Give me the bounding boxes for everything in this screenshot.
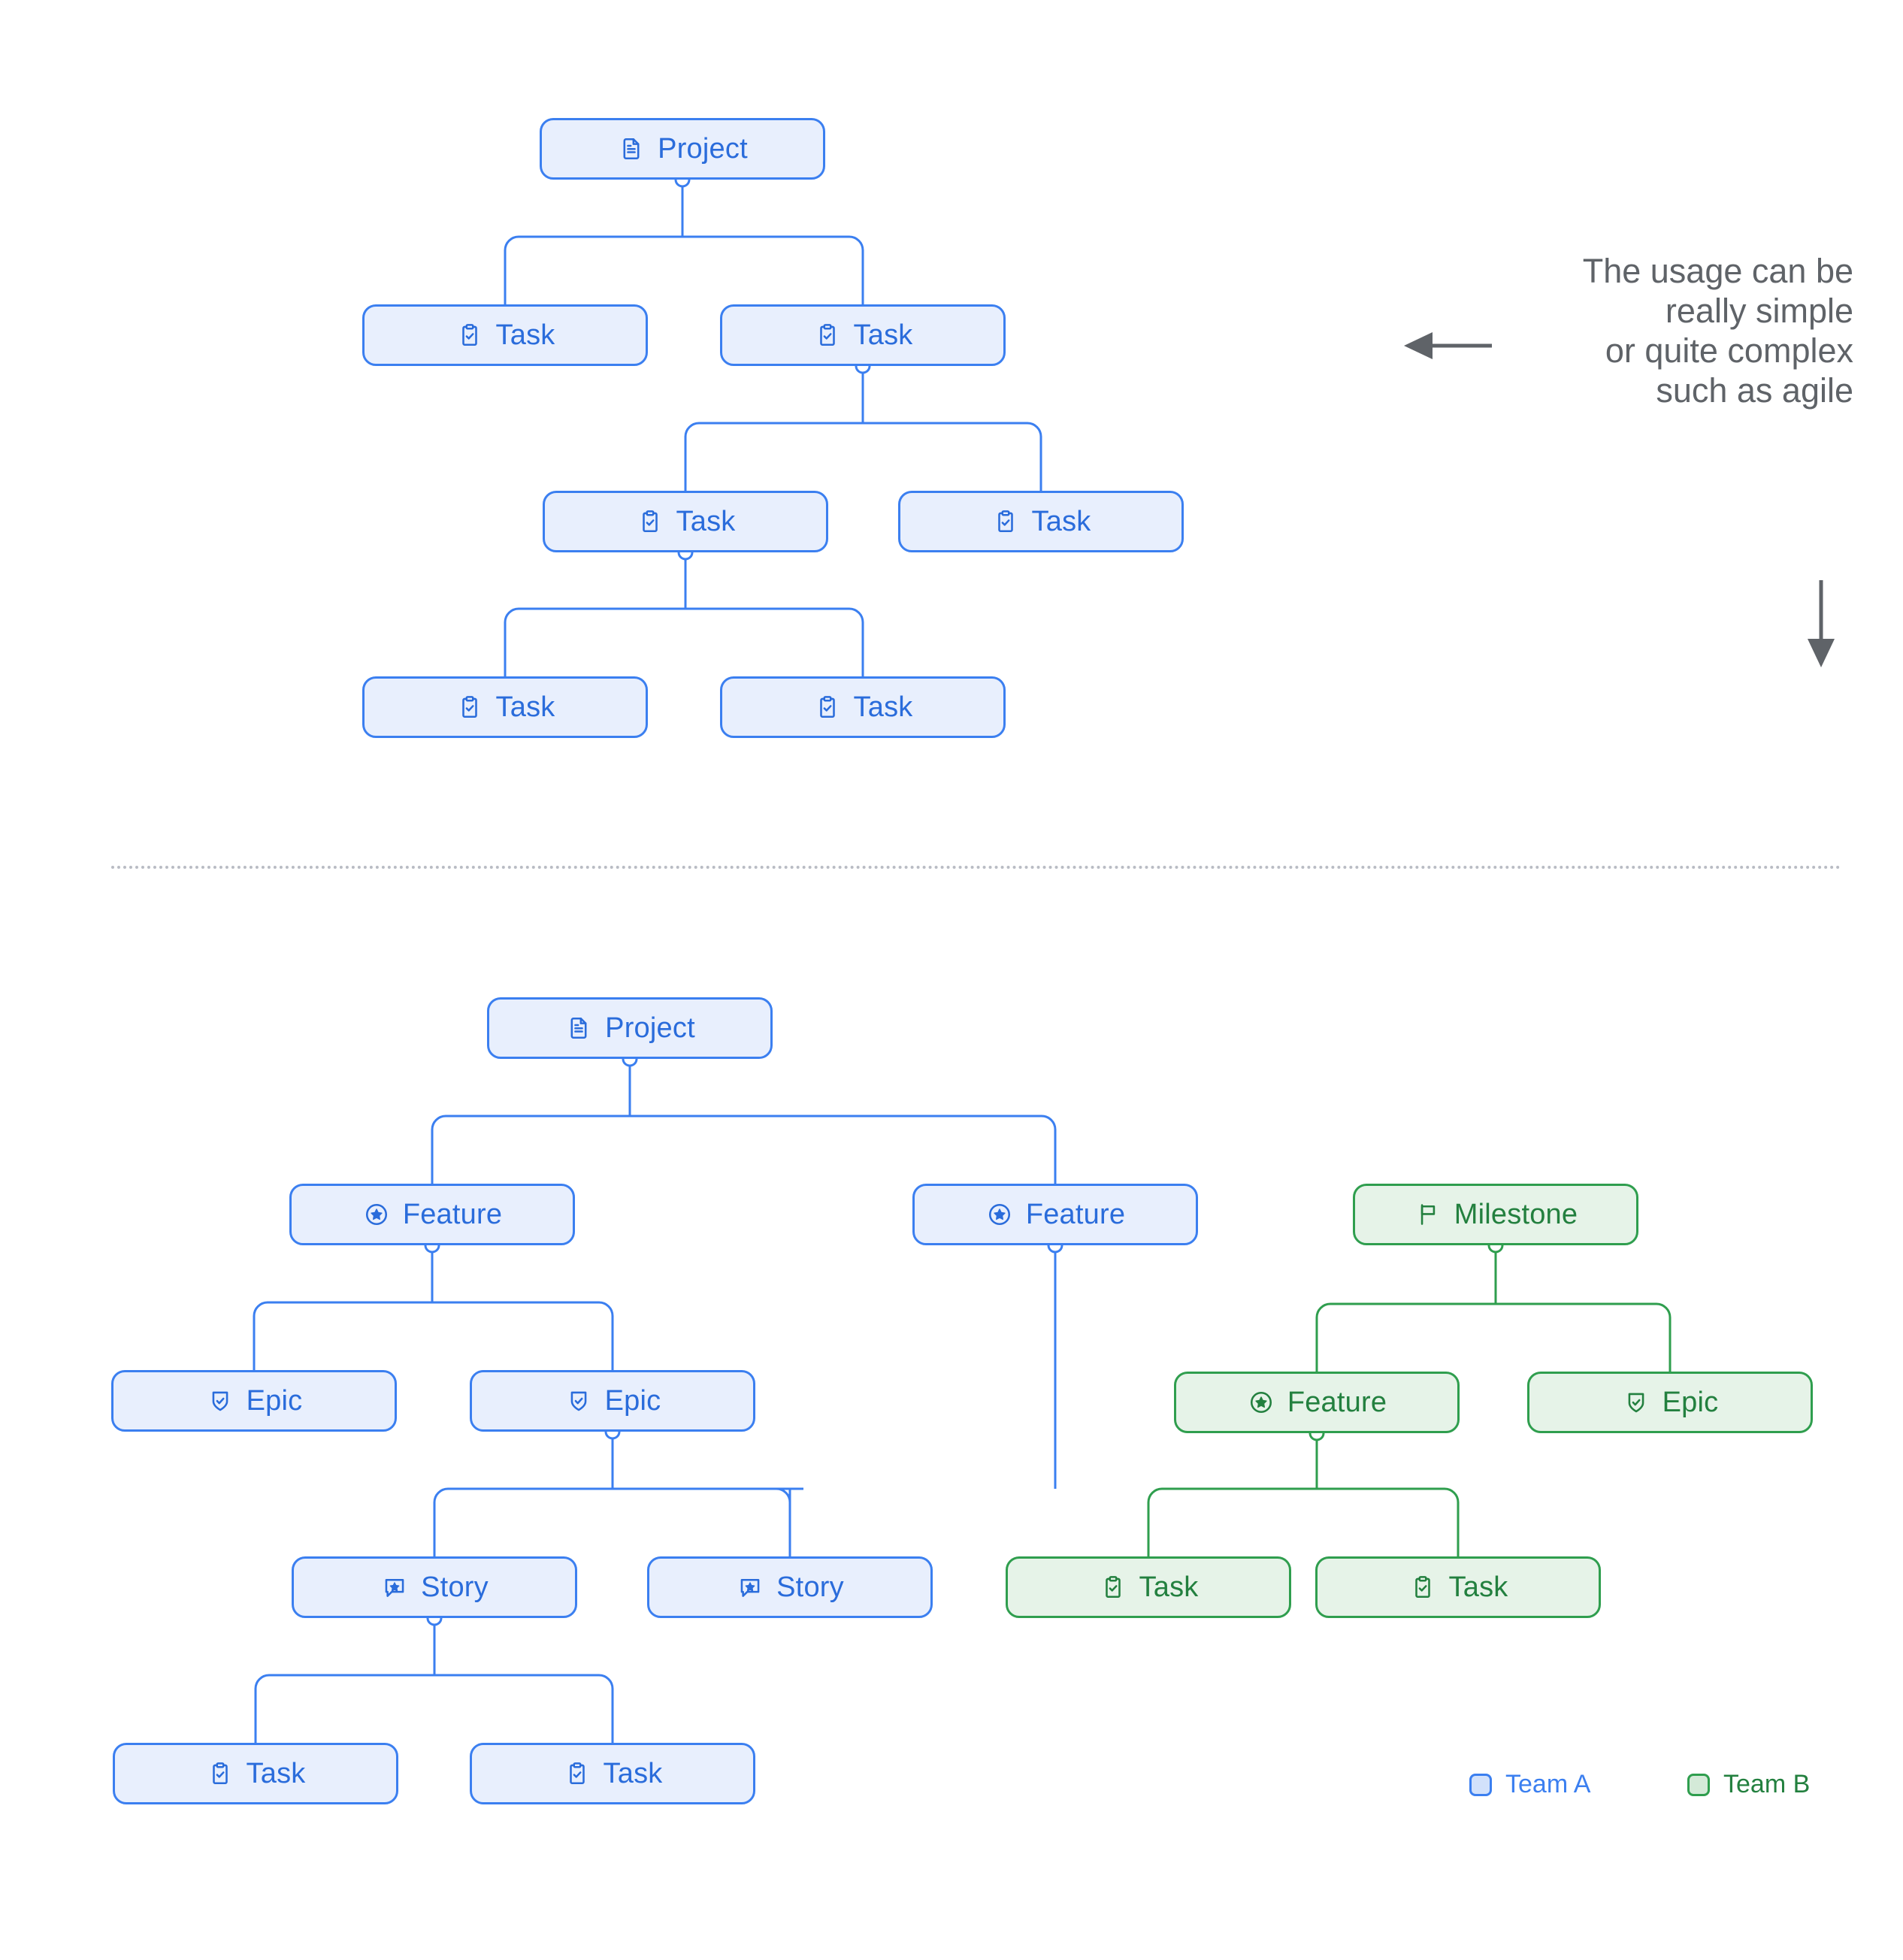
node-label: Project — [658, 133, 748, 165]
connector-line — [1027, 422, 1042, 491]
node-label: Milestone — [1454, 1199, 1578, 1230]
node-label: Task — [676, 506, 736, 537]
node-task[interactable]: Task — [720, 676, 1006, 738]
milestone-flag-icon — [1414, 1200, 1442, 1229]
epic-shield-icon — [1622, 1388, 1650, 1417]
connector-line — [431, 1115, 446, 1184]
node-project[interactable]: Project — [487, 997, 773, 1059]
node-label: Feature — [402, 1199, 503, 1230]
node-label: Epic — [246, 1385, 303, 1417]
connector-line — [504, 235, 519, 304]
node-epic[interactable]: Epic — [1527, 1372, 1813, 1433]
connector-line — [598, 1301, 614, 1370]
epic-shield-icon — [564, 1387, 593, 1415]
legend-label-team-a: Team A — [1505, 1770, 1591, 1798]
connector-line — [1041, 1115, 1057, 1184]
node-task[interactable]: Task — [720, 304, 1006, 366]
node-label: Feature — [1287, 1387, 1387, 1418]
legend-swatch-team-a — [1469, 1773, 1492, 1796]
node-epic[interactable]: Epic — [111, 1370, 397, 1432]
task-clipboard-icon — [455, 693, 484, 721]
node-task[interactable]: Task — [362, 676, 648, 738]
annotation-text: The usage can be really simple or quite … — [1582, 252, 1853, 410]
node-story[interactable]: Story — [647, 1556, 933, 1618]
node-label: Task — [603, 1758, 663, 1789]
node-project[interactable]: Project — [540, 118, 825, 180]
task-clipboard-icon — [1099, 1573, 1127, 1602]
node-label: Task — [853, 319, 913, 351]
connector-line — [849, 235, 864, 304]
connector-line — [1147, 1487, 1163, 1556]
legend-item-team-a: Team A — [1469, 1770, 1687, 1799]
node-task[interactable]: Task — [1006, 1556, 1291, 1618]
connector-line — [598, 1674, 614, 1743]
node-feature[interactable]: Feature — [1174, 1372, 1460, 1433]
task-clipboard-icon — [206, 1759, 234, 1788]
connector-line — [1444, 1487, 1460, 1556]
feature-star-icon — [362, 1200, 391, 1229]
node-story[interactable]: Story — [292, 1556, 577, 1618]
node-label: Project — [605, 1012, 695, 1044]
feature-star-icon — [985, 1200, 1014, 1229]
task-clipboard-icon — [636, 507, 664, 536]
legend-swatch-team-b — [1687, 1773, 1710, 1796]
node-epic[interactable]: Epic — [470, 1370, 755, 1432]
node-label: Task — [246, 1758, 306, 1789]
connector-line — [504, 607, 519, 676]
task-clipboard-icon — [813, 693, 842, 721]
feature-star-icon — [1247, 1388, 1275, 1417]
node-task[interactable]: Task — [470, 1743, 755, 1804]
story-bubble-icon — [736, 1573, 764, 1602]
connector-line — [1656, 1302, 1672, 1372]
document-icon — [617, 135, 646, 163]
node-task[interactable]: Task — [113, 1743, 398, 1804]
connector-line — [253, 1301, 268, 1370]
node-milestone[interactable]: Milestone — [1353, 1184, 1638, 1245]
node-label: Feature — [1025, 1199, 1126, 1230]
node-label: Task — [1139, 1571, 1199, 1603]
node-label: Task — [495, 319, 555, 351]
node-feature[interactable]: Feature — [289, 1184, 575, 1245]
story-bubble-icon — [380, 1573, 409, 1602]
legend-item-team-b: Team B — [1687, 1770, 1810, 1799]
section-divider — [111, 866, 1841, 869]
connector-line — [776, 1487, 791, 1556]
document-icon — [564, 1014, 593, 1042]
node-task[interactable]: Task — [1315, 1556, 1601, 1618]
connector-line — [433, 1487, 449, 1556]
connector-line — [254, 1674, 270, 1743]
task-clipboard-icon — [1408, 1573, 1437, 1602]
task-clipboard-icon — [563, 1759, 591, 1788]
node-feature[interactable]: Feature — [912, 1184, 1198, 1245]
node-label: Task — [853, 691, 913, 723]
task-clipboard-icon — [991, 507, 1020, 536]
legend: Team A Team B — [1469, 1770, 1810, 1799]
node-label: Task — [1031, 506, 1091, 537]
connector-line — [1315, 1302, 1331, 1372]
node-task[interactable]: Task — [543, 491, 828, 552]
node-label: Story — [776, 1571, 844, 1603]
node-label: Epic — [1662, 1387, 1719, 1418]
connector-line — [684, 422, 700, 491]
connector-line — [849, 607, 864, 676]
legend-label-team-b: Team B — [1723, 1770, 1811, 1798]
task-clipboard-icon — [455, 321, 484, 349]
node-task[interactable]: Task — [362, 304, 648, 366]
arrow-down-icon — [1808, 580, 1835, 667]
node-label: Story — [421, 1571, 489, 1603]
node-label: Task — [495, 691, 555, 723]
epic-shield-icon — [206, 1387, 234, 1415]
node-label: Task — [1448, 1571, 1508, 1603]
task-clipboard-icon — [813, 321, 842, 349]
node-label: Epic — [604, 1385, 661, 1417]
node-task[interactable]: Task — [898, 491, 1184, 552]
